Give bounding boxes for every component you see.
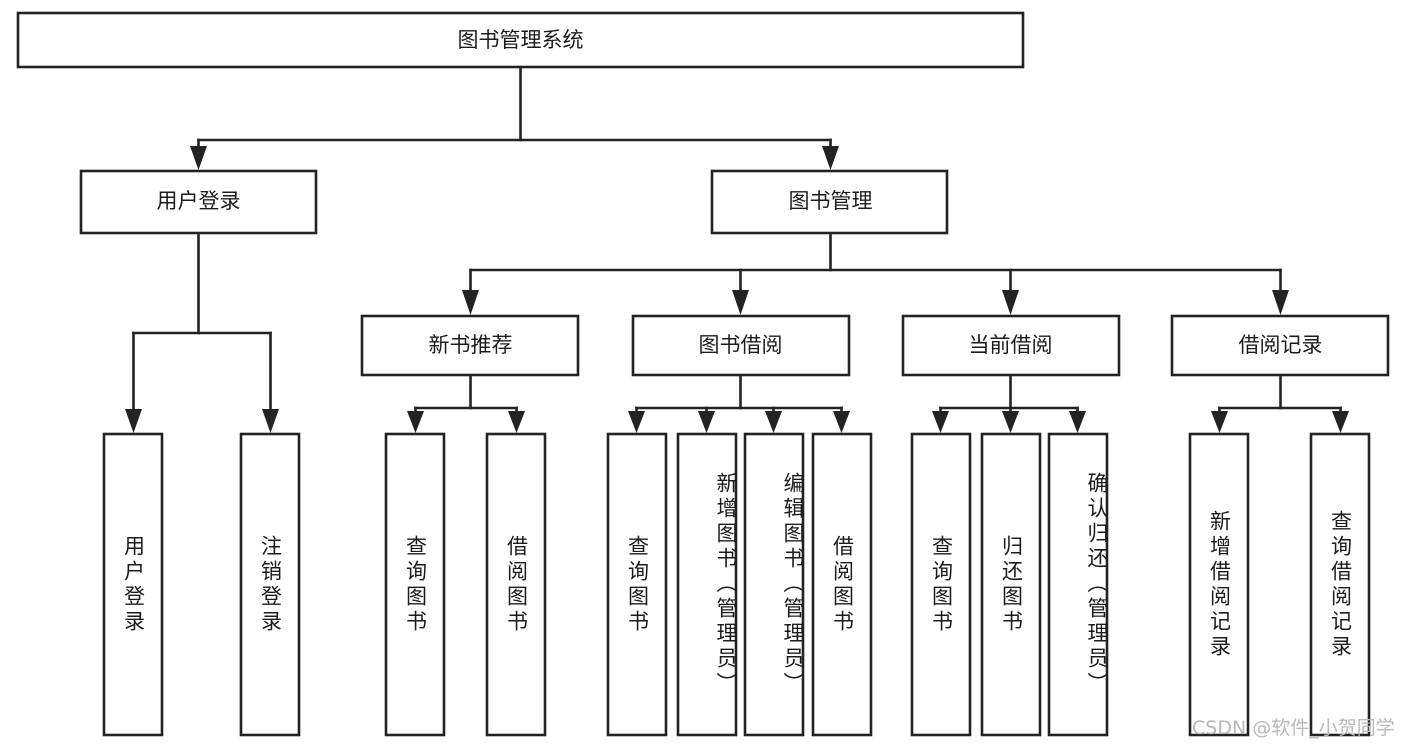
arrow-head-leaf-confirm-return-admin (1069, 411, 1086, 433)
arrow-head-leaf-logout (262, 409, 279, 433)
node-root-label: 图书管理系统 (458, 28, 584, 52)
arrow-head-leaf-add-borrow-record (1211, 411, 1228, 433)
node-borrow-record[interactable]: 借阅记录 (1170, 314, 1390, 377)
node-user-login-box[interactable] (79, 169, 318, 235)
node-borrow-record-label: 借阅记录 (1239, 333, 1323, 357)
leaf-add-borrow-record-box[interactable] (1188, 432, 1250, 737)
node-book-manage-label: 图书管理 (789, 189, 873, 213)
leaf-box-layer (102, 432, 1371, 737)
node-borrow-record-box[interactable] (1170, 314, 1390, 377)
node-book-borrow-label: 图书借阅 (699, 333, 783, 357)
arrow-head-book-manage (822, 146, 839, 170)
arrow-head-user-login (190, 146, 207, 170)
leaf-query-borrow-record-box[interactable] (1309, 432, 1371, 737)
csdn-watermark: CSDN @软件_小贺同学 (1192, 717, 1395, 739)
arrow-head-current-borrow (1002, 290, 1019, 315)
arrow-head-leaf-query-book-borrow (628, 411, 645, 433)
arrow-head-leaf-query-borrow-record (1332, 411, 1349, 433)
node-new-book-recommend[interactable]: 新书推荐 (360, 314, 580, 377)
arrow-head-leaf-borrow-book (833, 411, 850, 433)
leaf-edit-book-admin-box[interactable] (743, 432, 805, 737)
node-root-box[interactable] (16, 11, 1025, 69)
leaf-borrow-book-box[interactable] (811, 432, 873, 737)
connector-layer (125, 65, 1349, 433)
leaf-return-book-box[interactable] (980, 432, 1042, 737)
arrow-head-leaf-add-book-admin (698, 411, 715, 433)
leaf-user-login-box[interactable] (102, 432, 164, 737)
node-current-borrow-box[interactable] (901, 314, 1121, 377)
arrow-head-borrow-record (1272, 290, 1289, 315)
node-book-borrow[interactable]: 图书借阅 (631, 314, 851, 377)
leaf-logout-box[interactable] (239, 432, 301, 737)
node-new-book-recommend-box[interactable] (360, 314, 580, 377)
leaf-borrow-book-rec-box[interactable] (485, 432, 547, 737)
node-book-manage-box[interactable] (710, 169, 949, 235)
node-book-manage[interactable]: 图书管理 (710, 169, 949, 235)
node-current-borrow-label: 当前借阅 (969, 333, 1053, 357)
leaf-query-book-rec-box[interactable] (384, 432, 446, 737)
node-new-book-recommend-label: 新书推荐 (429, 333, 513, 357)
leaf-query-book-borrow-box[interactable] (606, 432, 668, 737)
arrow-head-leaf-user-login (125, 409, 142, 433)
arrow-head-leaf-return-book (1002, 411, 1019, 433)
node-root[interactable]: 图书管理系统 (16, 11, 1025, 69)
node-current-borrow[interactable]: 当前借阅 (901, 314, 1121, 377)
leaf-confirm-return-admin-box[interactable] (1047, 432, 1109, 737)
arrow-head-new-book-recommend (462, 290, 479, 315)
node-user-login-label: 用户登录 (157, 189, 241, 213)
node-book-borrow-box[interactable] (631, 314, 851, 377)
arrow-head-leaf-borrow-book-rec (508, 411, 525, 433)
arrow-head-leaf-query-book-rec (407, 411, 424, 433)
leaf-query-book-current-box[interactable] (910, 432, 972, 737)
arrow-head-book-borrow (732, 290, 749, 315)
leaf-add-book-admin-box[interactable] (676, 432, 738, 737)
arrow-head-leaf-query-book-current (932, 411, 949, 433)
arrow-head-leaf-edit-book-admin (765, 411, 782, 433)
node-user-login[interactable]: 用户登录 (79, 169, 318, 235)
